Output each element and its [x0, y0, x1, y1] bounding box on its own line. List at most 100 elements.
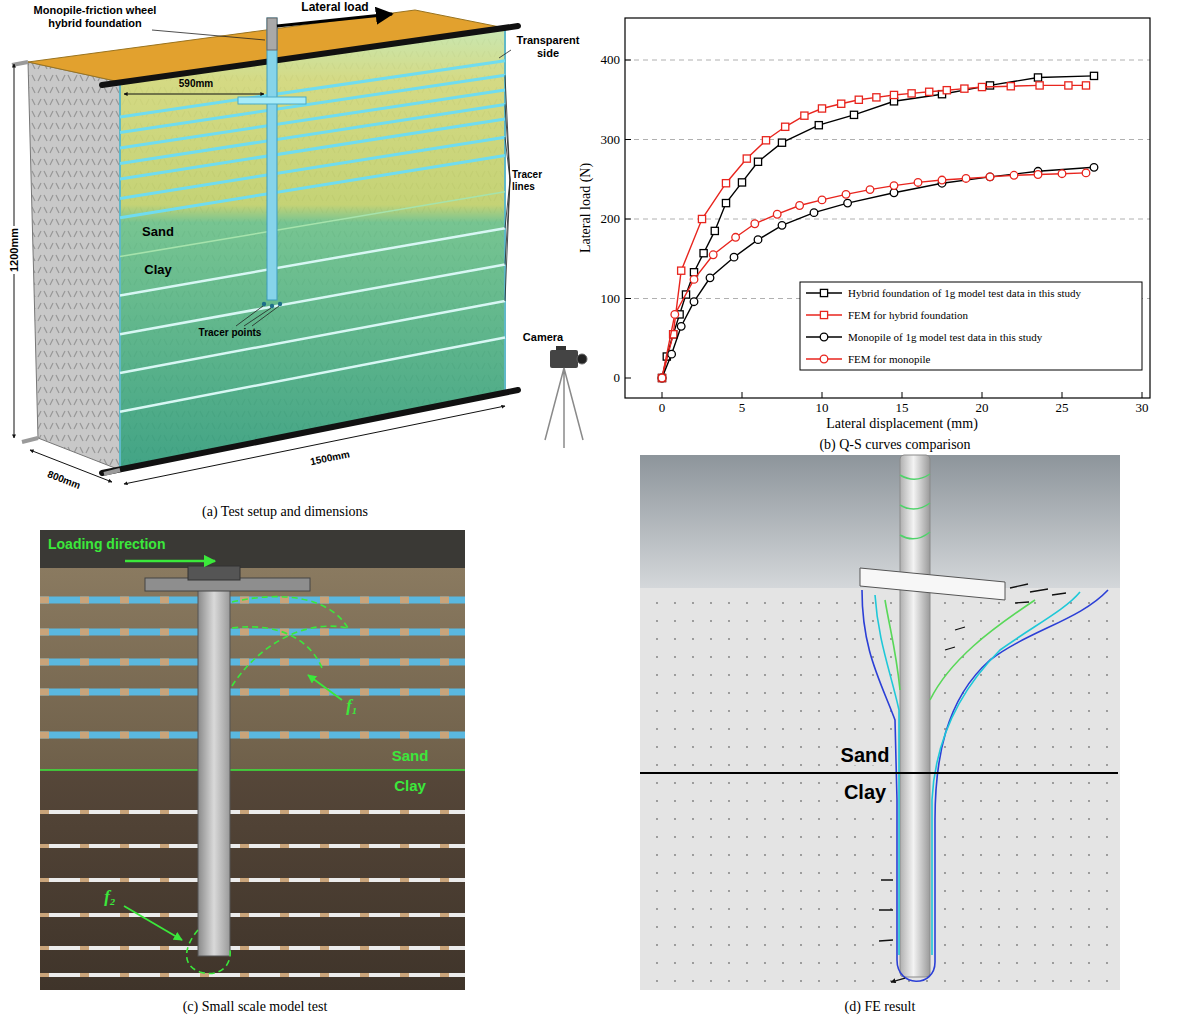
legend-text: Hybrid foundation of 1g model test data … [848, 287, 1081, 299]
tick-label: 10 [816, 400, 829, 415]
tracer-label-slot: Tracer points [199, 327, 262, 339]
loading-arrow [125, 560, 215, 563]
layer-label: Sand [392, 747, 429, 764]
tick-label-slot: 100 [601, 291, 621, 306]
circle-marker [986, 173, 994, 181]
camera-icon [545, 346, 587, 448]
panel-caption: (d) FE result [845, 999, 916, 1014]
load-label-slot: Lateral load [301, 1, 368, 15]
foundation-leader [152, 30, 265, 40]
legend-text: FEM for monopile [848, 353, 931, 365]
square-marker [926, 88, 933, 95]
square-marker [762, 137, 769, 144]
layer-label-slot: Sand [392, 747, 429, 764]
square-marker [986, 82, 993, 89]
displacement-arrows [879, 584, 1066, 982]
circle-marker [818, 196, 826, 204]
circle-marker [810, 209, 818, 217]
square-marker [818, 105, 825, 112]
square-marker [820, 289, 827, 296]
circle-marker [690, 276, 698, 284]
dimension-line [124, 406, 505, 484]
square-marker [658, 374, 665, 381]
circle-marker [820, 333, 828, 341]
white-tracer-lines [40, 812, 465, 975]
plot-border [625, 18, 1150, 398]
circle-marker [730, 253, 738, 261]
legend-text: FEM for hybrid foundation [848, 309, 968, 321]
square-marker [850, 111, 857, 118]
square-marker [943, 87, 950, 94]
axis-title-slot: Lateral load (N) [578, 163, 594, 253]
data-curve [662, 76, 1094, 378]
tick-label: 0 [614, 370, 621, 385]
data-curve [662, 167, 1094, 378]
chart-curves [658, 72, 1098, 382]
circle-marker [1090, 164, 1098, 172]
frame-rods [12, 62, 120, 474]
foundation-label-slot: Monopile-friction wheel hybrid foundatio… [20, 4, 170, 29]
data-curve [662, 85, 1086, 378]
tick-label: 200 [601, 211, 621, 226]
square-marker [1082, 82, 1089, 89]
pile-cap [188, 566, 240, 580]
square-marker [722, 200, 729, 207]
square-marker [743, 155, 750, 162]
layer-label-slot: Clay [394, 777, 426, 794]
circle-marker [914, 179, 922, 187]
dimension-label-slot: 800mm [46, 468, 82, 491]
legend-text-slot: FEM for hybrid foundation [848, 309, 968, 322]
outer-contour [862, 590, 1108, 981]
dimension-label-slot: 590mm [179, 78, 213, 90]
friction-wheel [238, 97, 306, 104]
layer-label-slot: Sand [839, 744, 892, 767]
tick-label: 5 [739, 400, 746, 415]
circle-marker [986, 173, 994, 181]
square-marker [1034, 74, 1041, 81]
circle-marker [658, 374, 666, 382]
tick-label: 0 [659, 400, 666, 415]
circle-marker [690, 298, 698, 306]
inner-contour [885, 600, 1035, 700]
layer-label-slot: Sand [142, 225, 174, 240]
circle-marker [668, 350, 676, 358]
circle-marker [1034, 171, 1042, 179]
legend-text-slot: FEM for monopile [848, 353, 931, 366]
legend-samples [806, 289, 842, 362]
circle-marker [844, 199, 852, 207]
square-marker [961, 85, 968, 92]
layer-label-slot: Clay [842, 781, 888, 804]
tracer-label: Tracer lines [512, 169, 542, 192]
circle-marker [778, 222, 786, 230]
tick-label-slot: 200 [601, 212, 621, 227]
axis-title: Lateral load (N) [578, 163, 593, 253]
square-marker [815, 122, 822, 129]
sand-tracer-lines [120, 61, 505, 218]
tick-label-slot: 300 [601, 132, 621, 147]
dimension-label: 1500mm [309, 448, 350, 467]
failure-surface [187, 930, 231, 973]
model-pile [198, 568, 230, 956]
square-marker [890, 91, 897, 98]
legend-text-slot: Monopile of 1g model test data in this s… [848, 331, 1042, 344]
square-marker [978, 83, 985, 90]
square-marker [908, 90, 915, 97]
failure-pointer [124, 906, 182, 940]
blue-tracer-lines [40, 600, 465, 735]
square-marker [658, 374, 665, 381]
tick-label: 300 [601, 131, 621, 146]
fe-pile [900, 455, 930, 977]
circle-marker [820, 355, 828, 363]
tick-label: 400 [601, 52, 621, 67]
circle-marker [938, 176, 946, 184]
legend-text: Monopile of 1g model test data in this s… [848, 331, 1042, 343]
circle-marker [677, 323, 685, 331]
load-arrow [277, 14, 392, 26]
circle-marker [709, 251, 717, 259]
square-marker [1065, 82, 1072, 89]
square-marker [782, 123, 789, 130]
circle-marker [842, 191, 850, 199]
failure-label-slot: f₂ [104, 887, 116, 907]
panel-caption: (a) Test setup and dimensions [202, 504, 368, 519]
